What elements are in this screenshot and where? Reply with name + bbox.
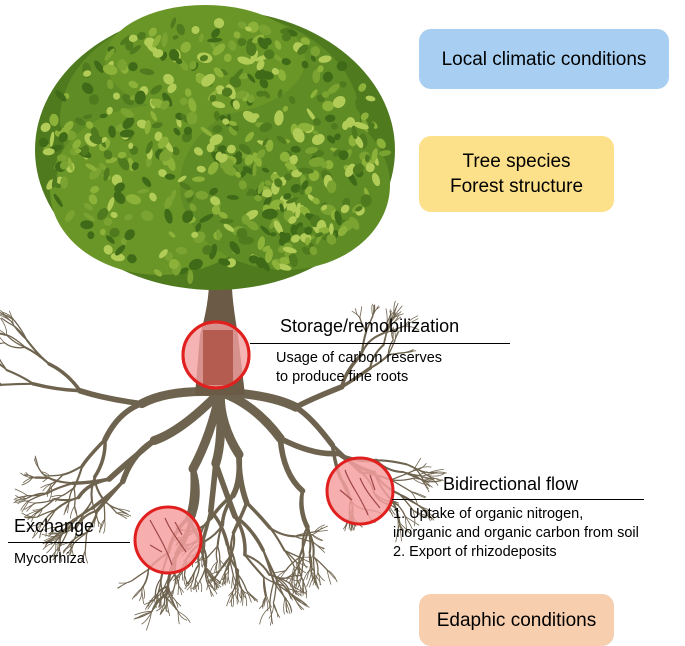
root-branch	[39, 499, 54, 510]
exchange-rule	[8, 542, 130, 543]
bidirectional-rule	[392, 499, 644, 500]
root-branch	[85, 550, 87, 563]
exchange-description: Mycorrhiza	[14, 550, 85, 569]
bidirectional-line-1: 1. Uptake of organic nitrogen,	[393, 505, 639, 524]
leaf	[220, 219, 234, 224]
root-branch	[284, 598, 285, 614]
climatic-conditions-box: Local climatic conditions	[419, 29, 669, 89]
root-branch	[22, 478, 33, 485]
root-branch	[178, 611, 187, 620]
bidirectional-description: 1. Uptake of organic nitrogen, inorganic…	[393, 505, 639, 562]
root-branch	[142, 588, 144, 604]
highlight-storage	[183, 322, 249, 388]
root-branch	[247, 503, 270, 528]
root-branch	[200, 581, 202, 592]
tree-canopy	[35, 5, 395, 290]
root-branch	[15, 489, 27, 496]
root-branch	[167, 587, 168, 603]
bidirectional-line-3: 2. Export of rhizodeposits	[393, 543, 639, 562]
storage-title: Storage/remobilization	[280, 316, 459, 337]
exchange-title: Exchange	[14, 516, 94, 537]
edaphic-conditions-box: Edaphic conditions	[419, 594, 614, 646]
root-branch	[0, 343, 5, 348]
climatic-conditions-label: Local climatic conditions	[442, 47, 647, 72]
root-branch	[307, 572, 312, 586]
root-branch	[301, 491, 308, 530]
exchange-line-1: Mycorrhiza	[14, 550, 85, 569]
root-branch	[244, 592, 247, 606]
root-branch	[219, 560, 220, 569]
root-branch	[233, 592, 234, 607]
root-branch	[218, 546, 220, 560]
root-branch	[0, 373, 2, 384]
root-branch	[7, 370, 33, 384]
root-branch	[74, 488, 75, 507]
root-branch	[211, 463, 216, 511]
bidirectional-line-2: inorganic and organic carbon from soil	[393, 524, 639, 543]
root-branch	[260, 607, 270, 624]
root-branch	[27, 340, 49, 364]
root-branch	[200, 567, 206, 581]
storage-line-1: Usage of carbon reserves	[276, 349, 442, 368]
leaf	[87, 231, 94, 239]
storage-rule	[250, 343, 510, 344]
root-branch	[50, 475, 63, 476]
highlight-bidirectional	[327, 458, 393, 524]
root-branch	[80, 391, 142, 404]
root-branch	[62, 488, 74, 496]
root-branch	[143, 587, 144, 599]
root-branch	[109, 441, 154, 480]
root-branch	[313, 557, 314, 576]
tree-species-box: Tree species Forest structure	[419, 136, 614, 212]
root-branch	[428, 473, 443, 474]
highlight-exchange	[135, 507, 201, 573]
root-branch	[146, 612, 151, 630]
root-branch	[2, 384, 33, 385]
root-branch	[105, 404, 142, 440]
edaphic-conditions-label: Edaphic conditions	[437, 608, 597, 633]
root-branch	[247, 590, 258, 601]
storage-description: Usage of carbon reserves to produce fine…	[276, 349, 442, 387]
bidirectional-title: Bidirectional flow	[443, 474, 578, 495]
root-branch	[296, 387, 342, 407]
root-branch	[25, 503, 36, 509]
tree-species-label: Tree species	[450, 149, 583, 174]
root-branch	[233, 455, 239, 496]
root-branch	[178, 586, 179, 595]
root-branch	[178, 611, 190, 622]
root-branch	[312, 535, 322, 541]
root-branch	[33, 384, 80, 391]
leaf	[329, 223, 334, 235]
root-branch	[247, 590, 252, 602]
forest-structure-label: Forest structure	[450, 174, 583, 199]
storage-line-2: to produce fine roots	[276, 368, 442, 387]
root-branch	[174, 574, 176, 590]
root-branch	[216, 546, 217, 562]
root-branch	[296, 407, 332, 445]
root-branch	[167, 603, 169, 616]
